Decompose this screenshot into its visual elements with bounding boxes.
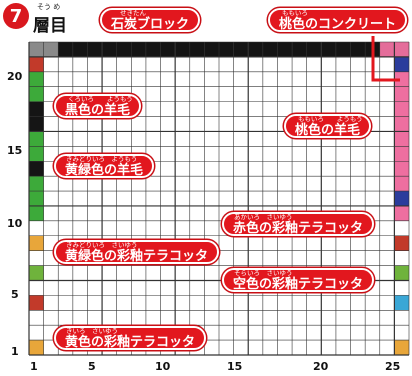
left-wall-cell [29,176,44,192]
coal-block-cell [248,42,263,57]
coal-block-cell [262,42,278,57]
label-red-terracotta: あかいろ さいゆう 赤色の彩釉テラコッタ [222,212,375,236]
right-wall-cell [394,116,409,132]
y-tick-1: 1 [11,345,19,358]
right-wall-cell [394,146,409,162]
left-wall-cell [29,71,44,87]
peach-concrete-leader-line [371,36,400,82]
right-wall-cell [394,86,409,102]
title-text: 層目 [33,16,67,36]
title-ruby: そう め [37,3,61,11]
right-wall-cell [394,176,409,192]
grid-lines [28,41,410,356]
right-wall-cell [394,235,409,251]
coal-block-cell [292,42,307,57]
coal-block-cell [102,42,117,57]
coal-block-cell [321,42,336,57]
left-wall-cell [29,235,44,251]
grid-cells [29,42,409,355]
x-tick-10: 10 [155,360,171,373]
left-wall-cell [29,101,44,117]
coal-block-cell [219,42,234,57]
left-wall-cell [29,161,44,177]
coal-block-cell [131,42,146,57]
coal-block-cell [204,42,219,57]
left-wall-cell [29,116,44,132]
left-wall-cell [29,295,44,311]
left-wall-cell [29,86,44,102]
label-peach-concrete: ももいろ 桃色のコンクリート [268,8,408,32]
right-wall-cell [394,56,409,72]
coal-block-cell [306,42,322,57]
x-tick-15: 15 [227,360,243,373]
peach-concrete-cell [394,42,409,57]
coal-block-cell [160,42,176,57]
x-tick-1: 1 [30,360,38,373]
right-wall-cell [394,191,409,206]
label-coal-block: せきたん 石炭ブロック [100,8,201,32]
coal-block-cell [87,42,103,57]
coal-block-cell [175,42,190,57]
y-tick-20: 20 [7,70,23,83]
right-wall-cell [394,340,409,355]
peach-concrete-cell [379,42,395,57]
edge-block-cell [29,42,44,57]
left-wall-cell [29,56,44,72]
label-lime-terracotta: きみどりいろ さいゆう 黄緑色の彩釉テラコッタ [54,240,220,264]
right-wall-cell [394,295,409,311]
right-wall-cell [394,161,409,177]
coal-block-cell [335,42,351,57]
coal-block-cell [277,42,293,57]
coal-block-cell [350,42,366,57]
left-wall-cell [29,191,44,206]
y-tick-15: 15 [7,144,23,157]
right-wall-cell [394,101,409,117]
right-wall-cell [394,265,409,281]
left-wall-cell [29,205,44,221]
coal-block-cell [145,42,161,57]
x-tick-20: 20 [313,360,329,373]
right-wall-cell [394,131,409,147]
label-black-wool: くろいろ ようもう 黒色の羊毛 [54,94,142,118]
label-yellow-terracotta: きいろ さいゆう 黄色の彩釉テラコッタ [54,326,207,350]
coal-block-cell [233,42,249,57]
coal-block-cell [58,42,73,57]
label-lime-wool: きみどりいろ ようもう 黄緑色の羊毛 [54,154,155,178]
label-lightblue-terracotta: そらいろ さいゆう 空色の彩釉テラコッタ [222,268,375,292]
coal-block-cell [189,42,205,57]
right-wall-cell [394,205,409,221]
left-wall-cell [29,340,44,355]
left-wall-cell [29,146,44,162]
y-tick-5: 5 [11,288,19,301]
left-wall-cell [29,131,44,147]
left-wall-cell [29,265,44,281]
x-tick-25: 25 [385,360,401,373]
right-wall-cell [394,71,409,87]
y-tick-10: 10 [7,217,23,230]
x-tick-5: 5 [88,360,96,373]
coal-block-cell [72,42,88,57]
coal-block-cell [116,42,132,57]
layer-number-badge: 7 [3,3,29,29]
label-peach-wool: ももいろ ようもう 桃色の羊毛 [284,114,372,138]
edge-block-cell [43,42,59,57]
